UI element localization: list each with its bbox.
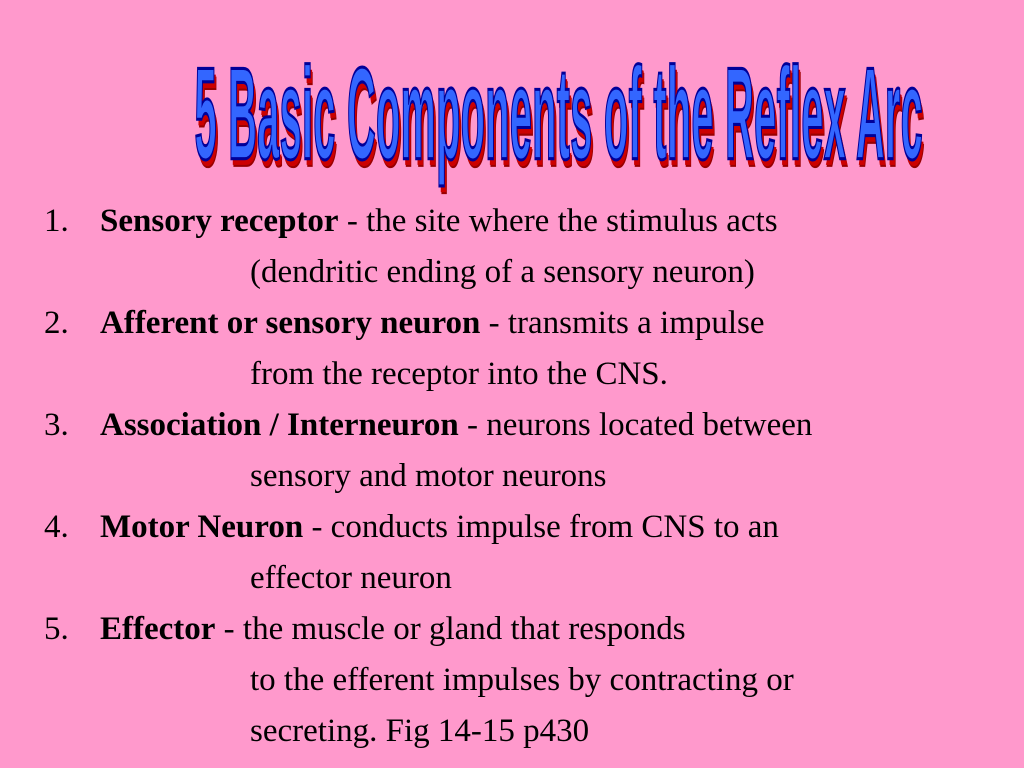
- item-5-number: 5.: [44, 611, 69, 647]
- item-4-term: Motor Neuron: [100, 509, 304, 545]
- list-item-1: 1. Sensory receptor - the site where the …: [44, 196, 1024, 298]
- item-3-description: - neurons located between: [458, 407, 813, 443]
- item-1-term: Sensory receptor: [100, 203, 339, 239]
- list-item-3: 3. Association / Interneuron - neurons lo…: [44, 400, 1024, 502]
- item-5-term: Effector: [100, 611, 216, 647]
- item-2-description: - transmits a impulse: [480, 305, 765, 341]
- item-4-description: - conducts impulse from CNS to an: [303, 509, 779, 545]
- item-5-continuation-1: to the efferent impulses by contracting …: [250, 662, 794, 698]
- item-1-number: 1.: [44, 203, 69, 239]
- item-4-number: 4.: [44, 509, 69, 545]
- item-2-term: Afferent or sensory neuron: [100, 305, 481, 341]
- item-2-number: 2.: [44, 305, 69, 341]
- item-4-main-line: 4. Motor Neuron - conducts impulse from C…: [44, 502, 1024, 553]
- item-3-number: 3.: [44, 407, 69, 443]
- list-item-4: 4. Motor Neuron - conducts impulse from C…: [44, 502, 1024, 604]
- item-5-continuation-2: secreting. Fig 14-15 p430: [250, 713, 590, 749]
- item-4-continuation: effector neuron: [250, 560, 452, 596]
- item-2-main-line: 2. Afferent or sensory neuron - transmits…: [44, 298, 1024, 349]
- item-1-main-line: 1. Sensory receptor - the site where the …: [44, 196, 1024, 247]
- item-5-main-line: 5. Effector - the muscle or gland that re…: [44, 604, 1024, 655]
- list-item-2: 2. Afferent or sensory neuron - transmits…: [44, 298, 1024, 400]
- item-1-continuation: (dendritic ending of a sensory neuron): [250, 254, 755, 290]
- item-1-description: - the site where the stimulus acts: [338, 203, 778, 239]
- components-list: 1. Sensory receptor - the site where the …: [44, 196, 1024, 757]
- item-3-continuation: sensory and motor neurons: [250, 458, 607, 494]
- slide-title: 5 Basic Components of the Reflex Arc: [194, 39, 924, 188]
- item-3-term: Association / Interneuron: [100, 407, 459, 443]
- item-3-main-line: 3. Association / Interneuron - neurons lo…: [44, 400, 1024, 451]
- item-2-continuation: from the receptor into the CNS.: [250, 356, 668, 392]
- item-5-description: - the muscle or gland that responds: [215, 611, 686, 647]
- list-item-5: 5. Effector - the muscle or gland that re…: [44, 604, 1024, 757]
